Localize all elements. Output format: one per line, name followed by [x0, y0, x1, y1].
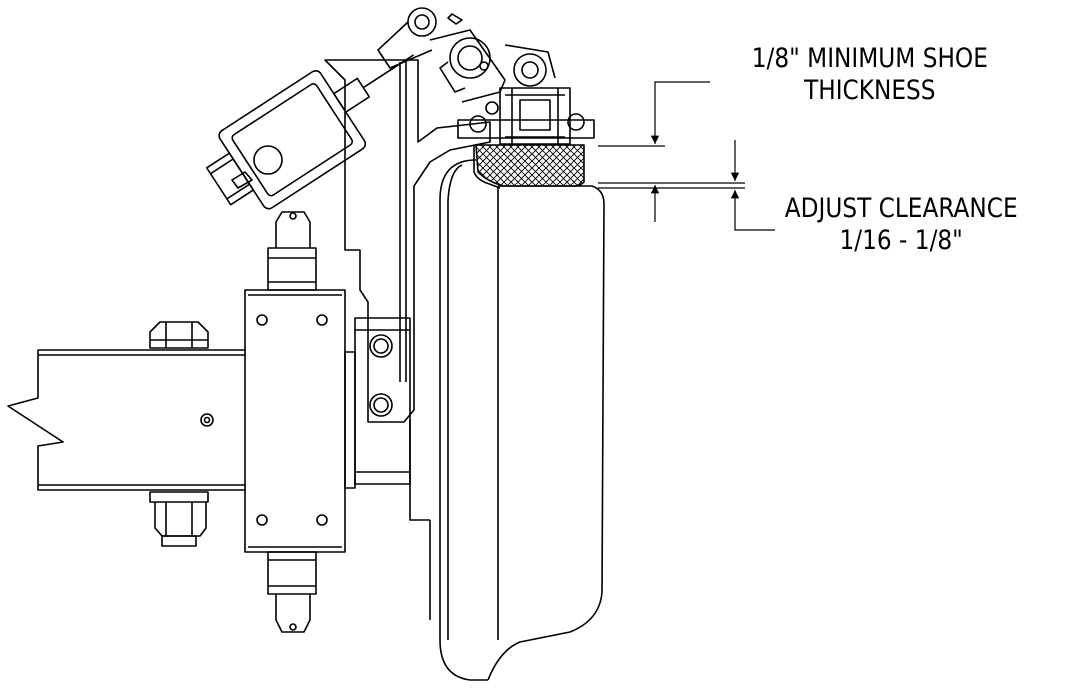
bracket-bolts: [369, 334, 393, 417]
brake-shoe: [475, 144, 585, 187]
actuator-port: [253, 145, 283, 175]
top-stud: [267, 211, 317, 291]
wheel-profile: [429, 159, 605, 681]
shoe-thickness-dimension: [598, 81, 745, 222]
shoe-thickness-label-line1: 1/8" MINIMUM SHOE: [751, 43, 988, 74]
mounting-block: [244, 289, 346, 553]
brake-bracket: [324, 59, 491, 521]
axle-set-screw: [200, 413, 214, 427]
clearance-label-line2: 1/16 - 1/8": [839, 225, 963, 256]
clearance-dimension: [598, 140, 775, 231]
bottom-hex-nut: [149, 491, 209, 547]
hub-spacer: [344, 317, 411, 489]
bottom-stud: [267, 551, 317, 633]
shoe-thickness-label: 1/8" MINIMUM SHOE THICKNESS: [715, 43, 1025, 107]
brake-linkage: [377, 7, 556, 103]
brake-actuator: [205, 54, 415, 210]
top-hex-nut: [149, 321, 209, 349]
shoe-clevis: [457, 87, 595, 145]
shoe-thickness-label-line2: THICKNESS: [804, 75, 936, 106]
clearance-label: ADJUST CLEARANCE 1/16 - 1/8": [755, 193, 1047, 257]
axle-shaft: [7, 349, 245, 491]
clearance-label-line1: ADJUST CLEARANCE: [784, 193, 1018, 224]
